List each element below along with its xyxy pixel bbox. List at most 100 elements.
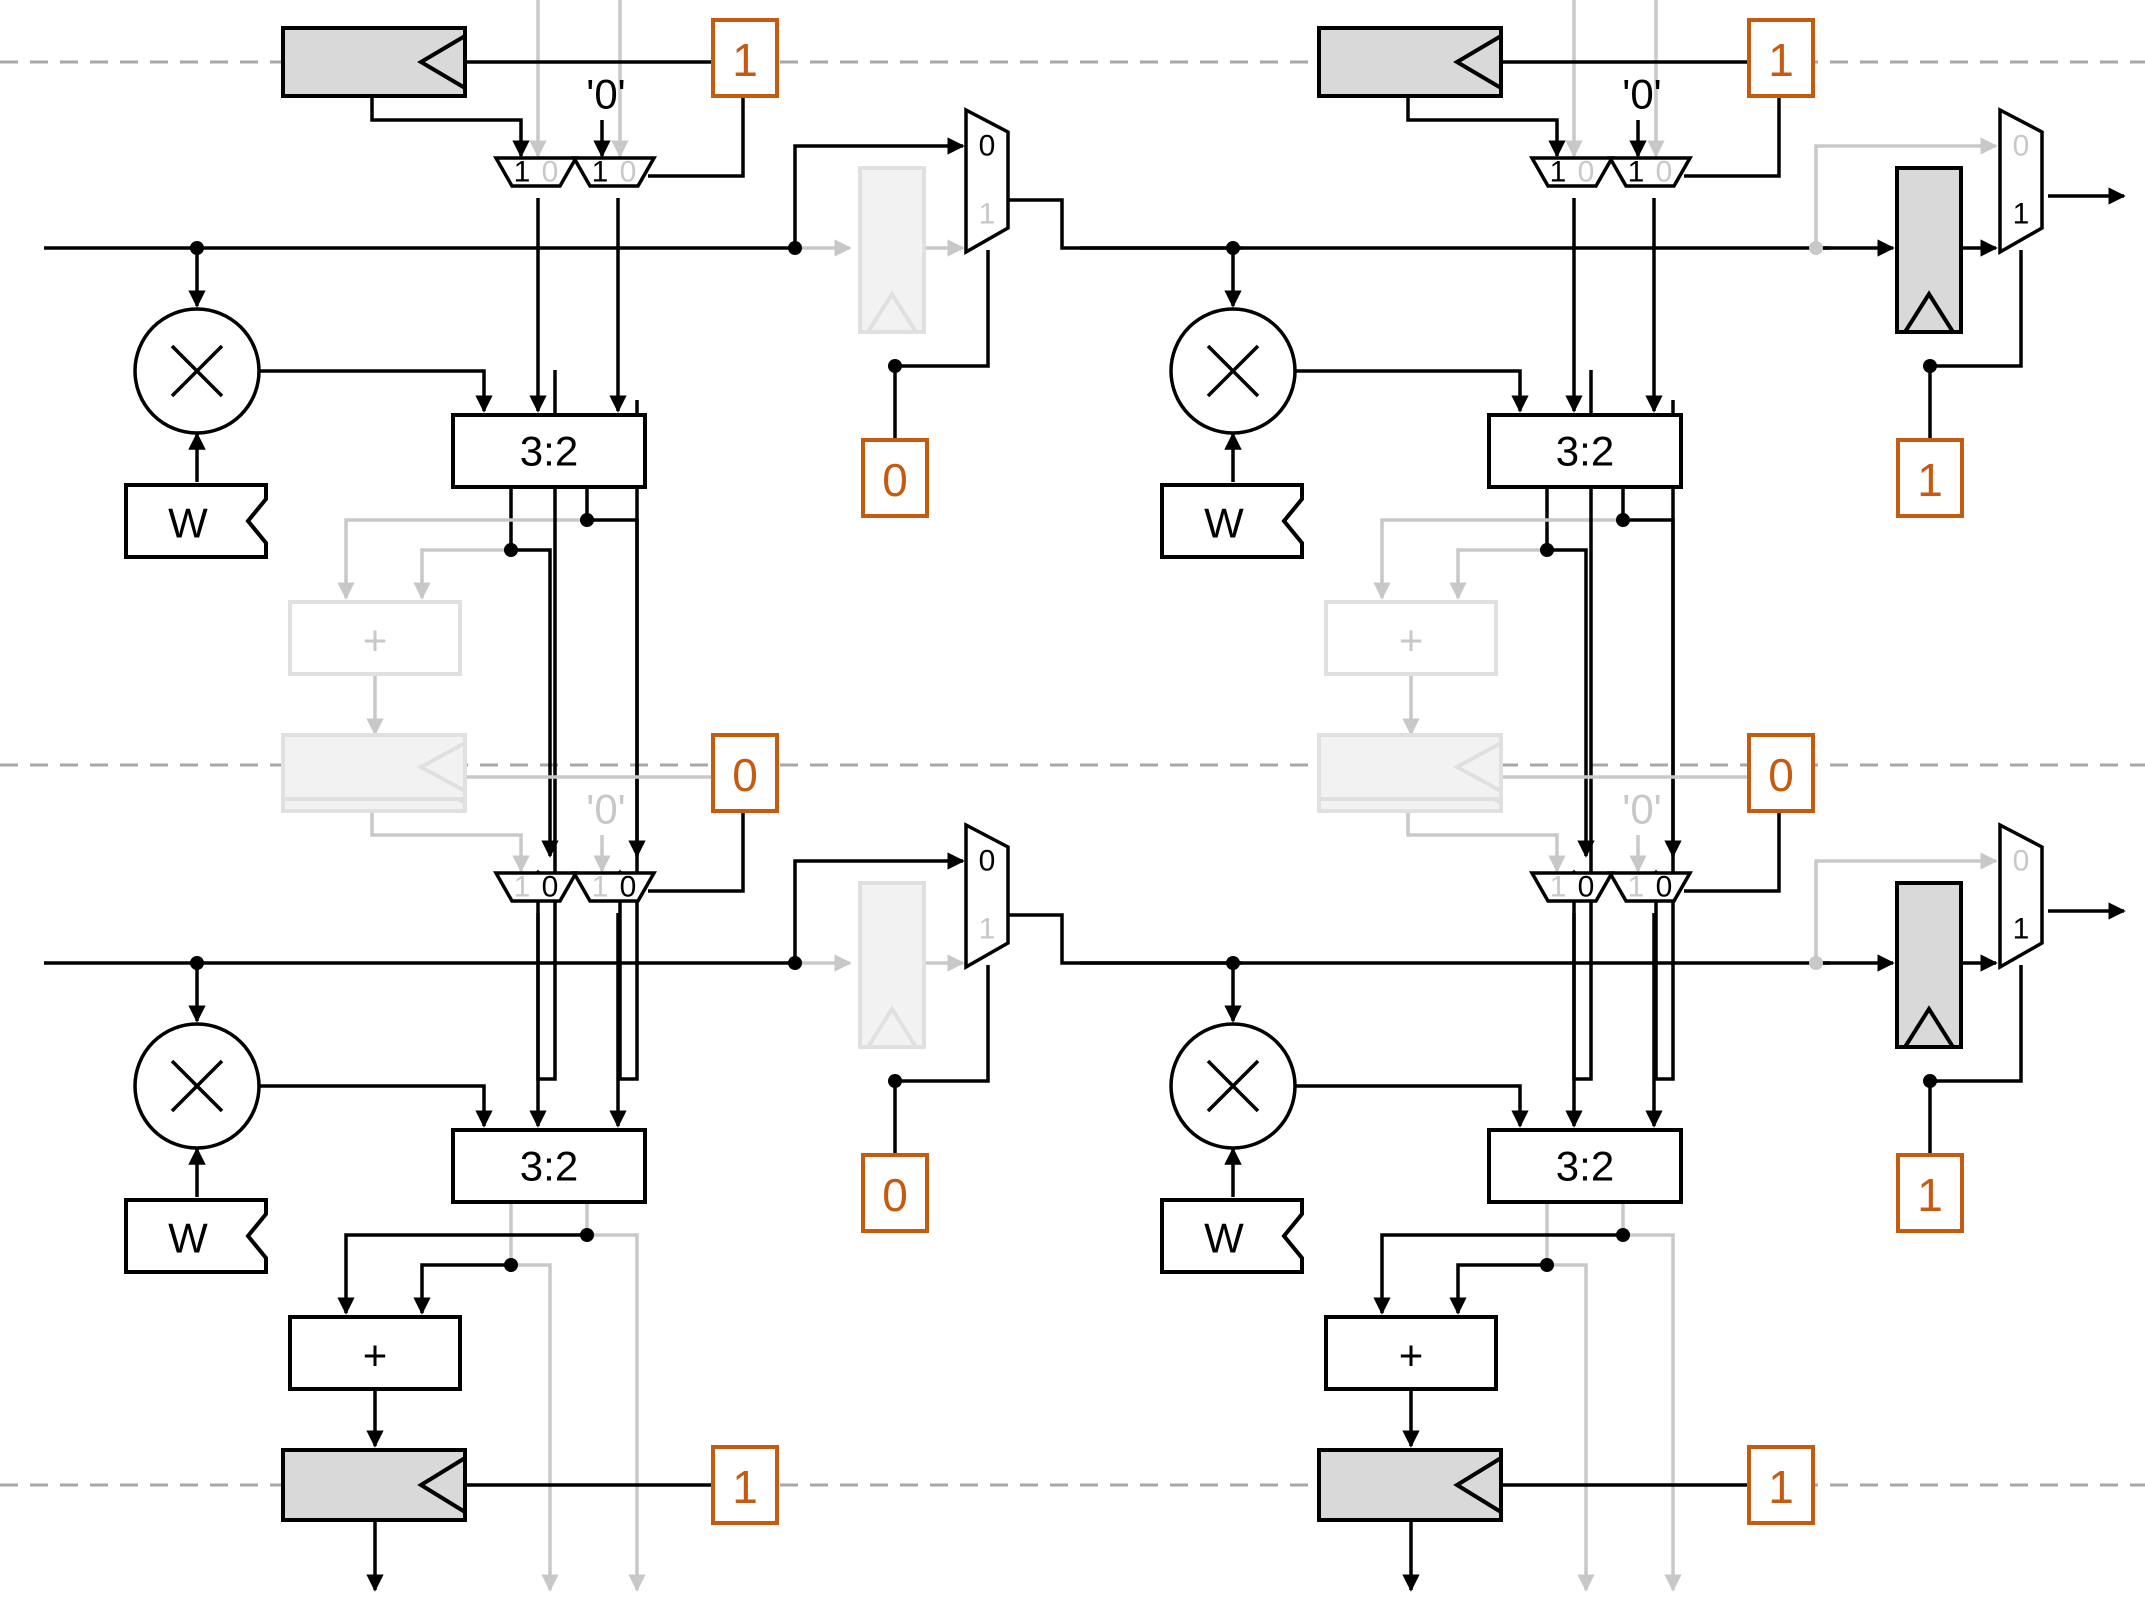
cell-bottom-left-reg-to-mux-a [370, 811, 530, 873]
cell-bottom-right-bypass-select [1896, 1153, 1964, 1233]
cell-top-right-product-to-csa [1296, 369, 1529, 413]
cell-bottom-left-output-select-label: 1 [732, 1461, 758, 1513]
cell-bottom-right-bypass-direct [1814, 852, 1998, 963]
cell-top-right-compressor [1487, 413, 1683, 489]
cell-bottom-left-output-register-clock-icon [417, 1454, 467, 1516]
cell-top-left-pipe-select [711, 18, 779, 98]
cell-top-left-input-mux-b-in0-label: 0 [620, 156, 637, 189]
cell-top-left-bypass-select [861, 438, 929, 518]
cell-top-right-zero-const: '0' [1622, 71, 1661, 118]
cell-top-left-bypass-sel-node [888, 359, 902, 373]
cell-bottom-left-psum-in-b [611, 400, 639, 1081]
cell-bottom-left-product-to-csa [260, 1084, 493, 1128]
cell-top-right-bypass-sel-node [1923, 359, 1937, 373]
cell-bottom-left-sum-to-adder [413, 1263, 511, 1315]
cell-bottom-left-row-out [1008, 913, 1242, 965]
cell-top-right-carry-to-adder [1373, 518, 1623, 600]
cell-top-left-sel-to-mux [648, 84, 745, 178]
cell-top-right-bypass-mux-in1-label: 1 [2013, 198, 2030, 231]
cell-bottom-right-sum-out [1545, 1202, 1595, 1592]
cell-top-right-input-mux-b-in0-label: 0 [1656, 156, 1673, 189]
cell-bottom-left-multiply-icon-stroke-b [170, 1059, 224, 1113]
cell-bottom-right-input-mux-b-in1-label: 1 [1628, 871, 1645, 904]
cell-bottom-right-weight-register [1160, 1198, 1304, 1274]
cell-top-left-carry-node [580, 513, 594, 527]
cell-bottom-right-bypass-mux [1998, 822, 2044, 971]
cell-top-left-multiply-icon-stroke-b [170, 344, 224, 398]
cell-top-right-bypass-select-label: 1 [1917, 454, 1943, 506]
cell-bottom-right-sel-to-mux [1684, 799, 1781, 893]
cell-bottom-right-pipe-select-label: 0 [1768, 749, 1794, 801]
cell-bottom-right-bypass-register-clock-icon [1901, 1005, 1957, 1049]
cell-top-right-weight-register [1160, 483, 1304, 559]
cell-bottom-left-sel-to-mux [648, 799, 745, 893]
cell-bottom-right-pipe-select [1747, 733, 1815, 813]
cell-bottom-left-input-mux-b [570, 871, 658, 903]
cell-top-right-multiply-icon-stroke-b [1206, 344, 1260, 398]
cell-bottom-left-bypass-tap [788, 956, 802, 970]
cell-top-right-sum-node [1540, 543, 1554, 557]
cell-top-right-bypass-mux [1998, 107, 2044, 256]
cell-bottom-right-reg-to-mux-a [1406, 811, 1566, 873]
cell-bottom-right-sum-to-adder [1449, 1263, 1547, 1315]
cell-top-right-weight-register-label: W [1204, 500, 1244, 547]
cell-bottom-right-input-mux-b [1606, 871, 1694, 903]
cell-top-right-pipe-select [1747, 18, 1815, 98]
cell-top-left-row-out [1008, 198, 1242, 250]
cell-bottom-right-bypass-sel-wire [1928, 965, 2023, 1155]
cell-top-left-bypass-mux-in1-label: 1 [979, 198, 996, 231]
cell-bottom-right-activation-tap [1226, 956, 1240, 970]
cell-top-left-sum-node [504, 543, 518, 557]
cell-top-left-bypass-mux-in0-label: 0 [979, 130, 996, 163]
cell-top-left-product-to-csa [260, 369, 493, 413]
cell-top-right-input-mux-a-in1-label: 1 [1550, 156, 1567, 189]
cell-bottom-right-adder [1324, 1315, 1498, 1391]
cell-bottom-left-pipe-select-label: 0 [732, 749, 758, 801]
cell-top-right-input-mux-b-in1-label: 1 [1628, 156, 1645, 189]
cell-bottom-left-bypass-mux [964, 822, 1010, 971]
cell-bottom-right-bypass-mux-in1-label: 1 [2013, 913, 2030, 946]
cell-top-left-sum-to-adder [413, 548, 511, 600]
cell-bottom-left-input-mux-a-in0-label: 0 [542, 871, 559, 904]
cell-top-right-input-mux-a-in0-label: 0 [1578, 156, 1595, 189]
cell-bottom-right-output-select-label: 1 [1768, 1461, 1794, 1513]
cell-bottom-left-input-mux-b-in0-label: 0 [620, 871, 637, 904]
cell-bottom-right-compressor [1487, 1128, 1683, 1204]
cell-bottom-right-zero-const: '0' [1622, 786, 1661, 833]
cell-top-left-reg-to-mux-a [370, 96, 530, 158]
cell-top-right-sum-to-adder [1449, 548, 1547, 600]
cell-bottom-left-bypass-direct [793, 852, 965, 963]
cell-top-right-input-mux-b [1606, 156, 1694, 188]
cell-top-left-input-mux-b [570, 156, 658, 188]
cell-bottom-left-bypass-sel-node [888, 1074, 902, 1088]
cell-bottom-left-carry-node [580, 1228, 594, 1242]
cell-top-right-pipe-select-label: 1 [1768, 34, 1794, 86]
cell-top-right-bypass-mux-in0-label: 0 [2013, 130, 2030, 163]
cell-bottom-left-bypass-select-label: 0 [882, 1169, 908, 1221]
cell-top-right-adder-label: + [1399, 617, 1424, 664]
cell-bottom-right-adder-label: + [1399, 1332, 1424, 1379]
cell-top-right-bypass-sel-wire [1928, 250, 2023, 440]
cell-bottom-left-pipe-select [711, 733, 779, 813]
cell-top-left-weight-register [124, 483, 268, 559]
cell-bottom-left-compressor-label: 3:2 [520, 1143, 578, 1190]
cell-bottom-left-activation-tap [190, 956, 204, 970]
cell-bottom-left-input-mux-a-in1-label: 1 [514, 871, 531, 904]
cell-bottom-right-multiply-icon-stroke-b [1206, 1059, 1260, 1113]
cell-bottom-left-weight-register-label: W [168, 1215, 208, 1262]
cell-bottom-left-sum-node [504, 1258, 518, 1272]
cell-top-right-carry-node [1616, 513, 1630, 527]
cell-bottom-left-sum-out [509, 1202, 559, 1592]
cell-top-right-bypass-register-clock-icon [1901, 290, 1957, 334]
cell-bottom-right-bypass-sel-node [1923, 1074, 1937, 1088]
cell-top-right-sum-out [1545, 487, 1595, 858]
cell-bottom-right-output-register [1317, 1448, 1503, 1522]
cell-top-left-adder-label: + [363, 617, 388, 664]
cell-top-right-pipeline-register-clock-icon [1453, 32, 1503, 92]
cell-top-left-weight-register-label: W [168, 500, 208, 547]
cell-top-left-bypass-mux [964, 107, 1010, 256]
cell-bottom-right-output-select [1747, 1445, 1815, 1525]
cell-top-right-input-mux-a [1528, 156, 1616, 188]
cell-top-left-carry-to-adder [337, 518, 587, 600]
cell-bottom-right-psum-in-b [1647, 400, 1675, 1081]
